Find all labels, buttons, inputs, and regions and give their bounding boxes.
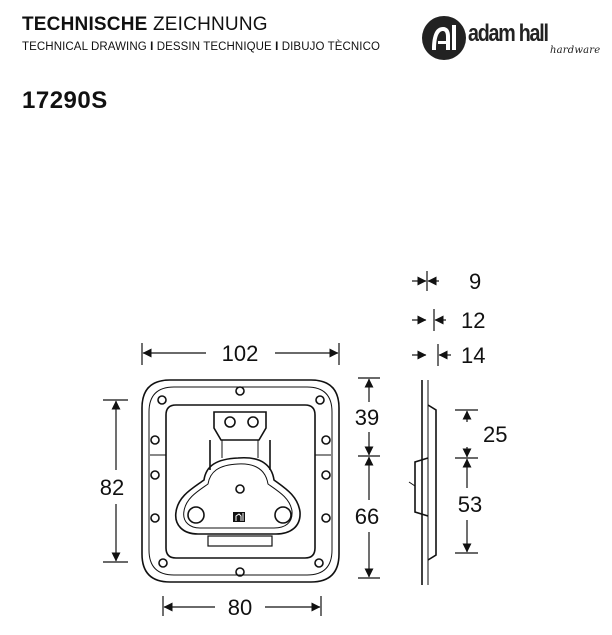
plate-rim — [148, 386, 333, 576]
drawing-title: TECHNISCHE ZEICHNUNG — [22, 14, 268, 36]
brand-logo: adam hall hardware — [420, 14, 608, 64]
dimension-lines — [103, 271, 478, 616]
hook-rivet — [224, 416, 236, 428]
dim-label-80: 80 — [228, 595, 252, 620]
bottom-strip — [207, 535, 273, 547]
mounting-hole — [314, 558, 324, 568]
side-recess — [427, 404, 437, 561]
handle-logo-icon — [233, 512, 245, 522]
logo-wordmark: adam hall — [468, 20, 549, 47]
dim-label-25: 25 — [483, 422, 507, 447]
title-bold: TECHNISCHE — [22, 14, 148, 35]
side-hook — [414, 457, 429, 517]
inner-recess — [165, 404, 316, 559]
dim-label-39: 39 — [355, 405, 379, 430]
handle-rim — [183, 463, 293, 529]
dim-label-82: 82 — [100, 475, 124, 500]
mounting-hole — [235, 567, 245, 577]
side-view — [408, 380, 437, 585]
title-regular: ZEICHNUNG — [153, 14, 268, 35]
dim-label-53: 53 — [458, 492, 482, 517]
front-view — [141, 379, 340, 583]
mounting-hole — [157, 395, 167, 405]
mounting-hole — [150, 470, 160, 480]
lever-fold — [221, 440, 259, 458]
subtitle-separator: I — [275, 41, 279, 53]
handle-rivet — [187, 506, 205, 524]
handle-rivet — [274, 506, 292, 524]
subtitle-fr: DESSIN TECHNIQUE — [156, 41, 272, 53]
drawing-subtitle: TECHNICAL DRAWING I DESSIN TECHNIQUE I D… — [22, 41, 380, 53]
mounting-hole — [150, 513, 160, 523]
dim-label-14: 14 — [461, 343, 485, 368]
dim-label-9: 9 — [469, 269, 481, 294]
subtitle-en: TECHNICAL DRAWING — [22, 41, 147, 53]
handle-pivot — [235, 484, 245, 494]
outer-plate — [141, 379, 340, 583]
dim-label-66: 66 — [355, 504, 379, 529]
side-hook-tip — [408, 481, 416, 487]
logo-tagline: hardware — [550, 45, 601, 56]
latch-hook — [213, 411, 267, 441]
product-code: 17290S — [22, 87, 108, 114]
logo-emblem-icon — [422, 16, 466, 60]
mounting-hole — [321, 470, 331, 480]
dim-label-102: 102 — [222, 341, 259, 366]
mounting-hole — [321, 435, 331, 445]
mounting-hole — [158, 558, 168, 568]
subtitle-separator: I — [150, 41, 154, 53]
latch-handle — [174, 456, 301, 535]
hook-rivet — [247, 416, 259, 428]
dim-label-12: 12 — [461, 308, 485, 333]
mounting-hole — [235, 386, 245, 396]
mounting-hole — [150, 435, 160, 445]
subtitle-es: DIBUJO TÈCNICO — [281, 41, 381, 53]
mounting-hole — [321, 513, 331, 523]
mounting-hole — [315, 395, 325, 405]
